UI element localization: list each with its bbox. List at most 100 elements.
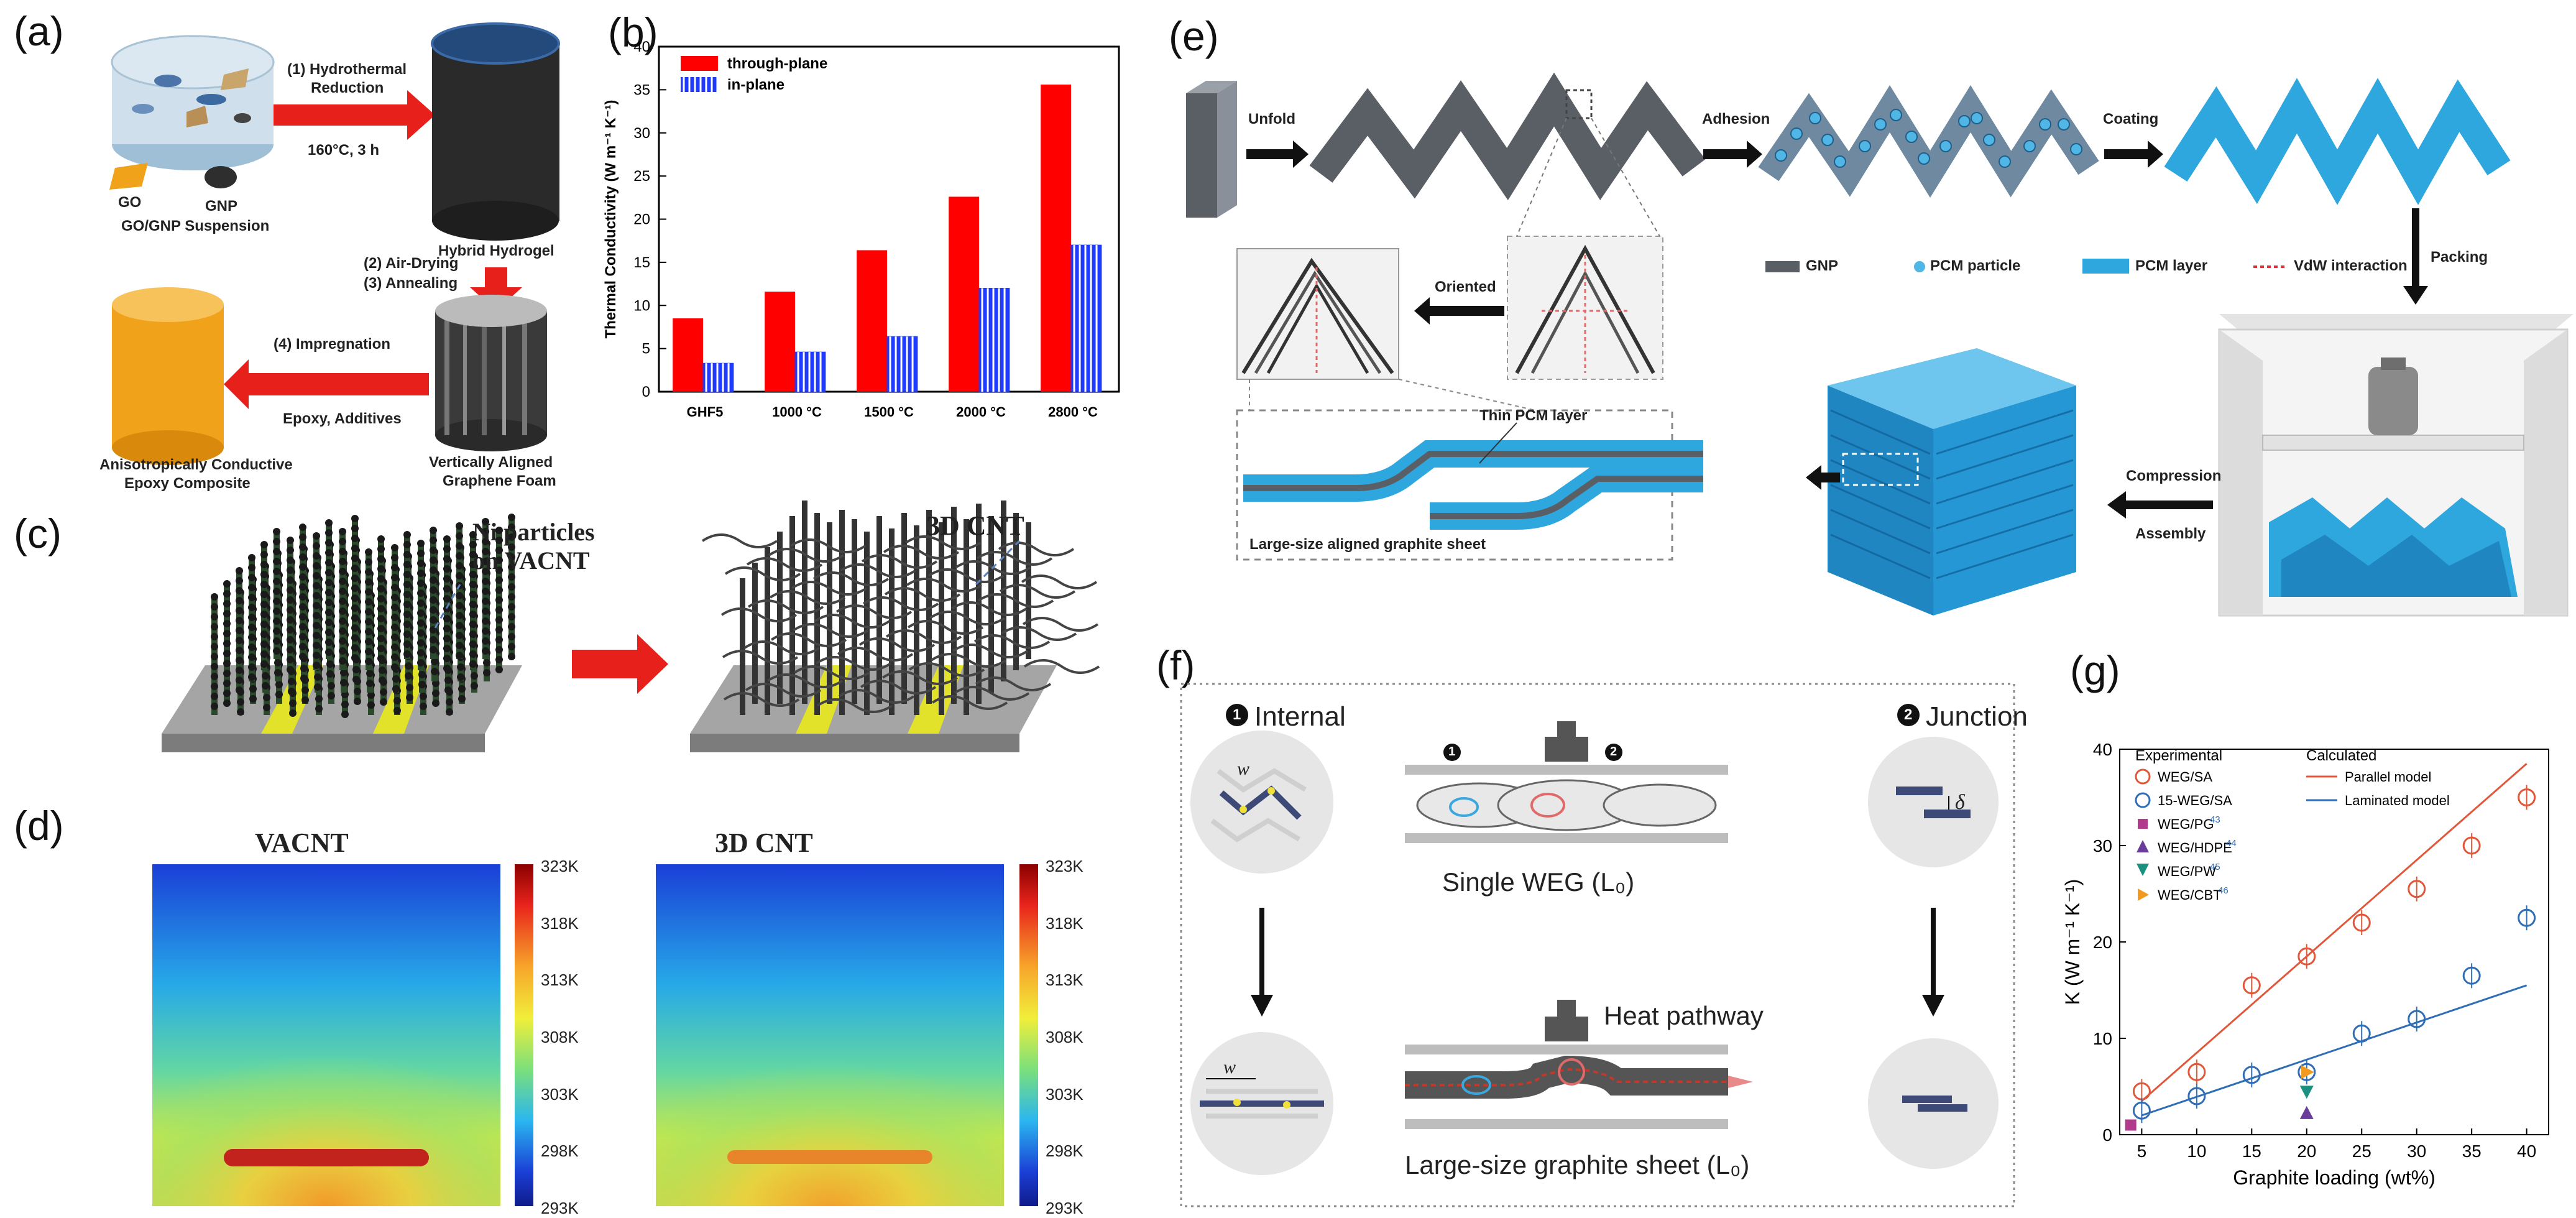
ni-particle [430, 636, 437, 644]
thermal-maps [152, 864, 1038, 1206]
ni-particle [275, 681, 283, 688]
cnt-pillar [789, 516, 795, 670]
ni-particle [444, 686, 452, 694]
ni-particle [341, 701, 349, 708]
ni-particle [211, 643, 218, 650]
ni-particle [289, 699, 297, 707]
cnt-pillar [1001, 501, 1006, 659]
cnt-strand [927, 568, 1005, 583]
ni-particle [393, 707, 401, 714]
ni-particle [456, 612, 463, 619]
y-tick-label: 5 [642, 341, 650, 358]
ni-particle [508, 533, 515, 541]
ni-particle [391, 614, 398, 621]
ni-particle [260, 581, 268, 588]
ni-particle [482, 617, 489, 625]
ni-particle [432, 699, 439, 707]
bar-through-plane [673, 318, 704, 392]
ni-particle [495, 537, 503, 544]
ni-particle [495, 666, 503, 673]
y-tick-label: 30 [2093, 836, 2112, 856]
scale-tick-label: 298K [1046, 1142, 1083, 1161]
ni-particle [432, 690, 439, 697]
ni-particle [377, 605, 385, 612]
cnt-strand [837, 647, 914, 662]
cnt-strand [1022, 617, 1099, 632]
ni-particle [446, 708, 453, 716]
ni-particle [483, 669, 490, 676]
ni-particle [339, 578, 346, 585]
cnt-strand [973, 634, 1051, 649]
data-point [2299, 1105, 2314, 1119]
ni-particle [249, 695, 257, 703]
ni-particle [443, 555, 451, 563]
ni-particle [313, 542, 320, 550]
ni-particle [260, 551, 268, 558]
arrow-unfold [1246, 141, 1309, 168]
ni-particle [508, 643, 515, 650]
x-tick-label: 10 [2187, 1142, 2206, 1161]
ni-particle [482, 538, 489, 545]
ni-particle [287, 537, 294, 544]
cnt-strand [861, 554, 938, 569]
ni-particle [458, 685, 466, 693]
single-weg-label: Single WEG (L₀) [1442, 867, 1635, 897]
ni-particle [236, 657, 243, 664]
cnt-strand [906, 578, 983, 593]
scale-tick-label: 293K [541, 1199, 579, 1217]
ni-particle [471, 672, 478, 680]
ni-particle [430, 556, 437, 564]
panel-label-b: (b) [608, 9, 658, 55]
cnt-pillar [914, 525, 919, 670]
ni-particle [406, 684, 413, 691]
data-point [2299, 1086, 2314, 1099]
ni-particle [508, 524, 515, 531]
legend-gnp-label: GNP [1806, 257, 1839, 274]
ni-particle [430, 547, 437, 554]
ni-particle [403, 601, 411, 608]
ni-particle [248, 644, 255, 651]
ni-particle [313, 642, 320, 649]
ni-particle [313, 552, 320, 560]
ni-particle [354, 688, 361, 695]
pcm-particle [1890, 109, 1902, 121]
cnt-strand [769, 590, 846, 605]
ni-particle [417, 609, 425, 617]
ni-particle [430, 586, 437, 594]
ni-particle [339, 588, 346, 595]
cnt-strand [816, 698, 893, 713]
cnt-strand [976, 551, 1053, 566]
cnt-strand [999, 584, 1076, 599]
ni-particle [482, 588, 489, 595]
pcm-particle [1859, 140, 1871, 152]
ni-particle [223, 630, 231, 637]
cnt-pillar [814, 513, 820, 670]
ni-particle [236, 637, 243, 644]
ni-particle [287, 547, 294, 554]
ni-particle [380, 698, 387, 706]
ni-particle [223, 660, 231, 667]
foam-label-2: Graphene Foam [443, 473, 556, 489]
ni-particle [211, 703, 218, 710]
vacnt-pillar [444, 539, 450, 670]
cnt-strand [722, 650, 799, 665]
packed-pcm-block [1828, 348, 2076, 616]
ni-particle [248, 634, 255, 641]
internal-circle-top [1190, 731, 1333, 874]
ni-particle [288, 678, 295, 685]
panel-label-c: (c) [14, 510, 62, 556]
ni-particle [431, 658, 438, 665]
ni-particle [469, 541, 477, 548]
bar-through-plane [949, 196, 980, 392]
ni-particle [299, 613, 306, 621]
ni-particle [456, 632, 463, 639]
aligned-graphite-sheet [1243, 440, 1703, 530]
y-tick-label: 35 [633, 81, 650, 98]
ni-particle [273, 627, 280, 635]
ni-particle [339, 657, 346, 665]
scale-tick-label: 308K [1046, 1028, 1083, 1046]
badge-junction-num: 2 [1904, 706, 1913, 723]
ni-particle [313, 532, 320, 540]
ni-particle [456, 592, 463, 599]
